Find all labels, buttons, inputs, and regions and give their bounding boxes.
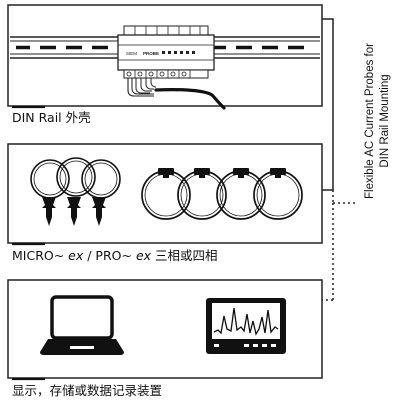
display-caption: 显示，存储或数据记录装置: [12, 383, 163, 398]
probes-caption-ex-1: ex: [68, 248, 84, 263]
bracket-top-segment: [322, 18, 334, 104]
panel-frame-probes: [7, 143, 323, 244]
side-bracket: [322, 18, 355, 301]
device-brand-left: SIEM: [126, 51, 137, 56]
probes-caption-ex-2: ex: [135, 248, 152, 263]
din-rail-device: SIEM PROBE: [117, 25, 215, 79]
din-rail-caption: DIN Rail 外壳: [12, 110, 91, 125]
probes-caption: MICRO~ ex / PRO~ ex 三相或四相: [12, 249, 218, 263]
laptop-icon: [40, 295, 124, 355]
device-brand-right: PROBE: [143, 51, 159, 56]
probes-panel: [7, 143, 323, 246]
side-label-line-2: DIN Rail Mounting: [379, 74, 391, 168]
micro-probe-loop-2: [56, 157, 96, 197]
side-label: Flexible AC Current Probes for DIN Rail …: [363, 36, 397, 206]
main-cable: [154, 88, 226, 110]
probes-caption-micro: MICRO~: [12, 248, 69, 263]
pro-probe-clamps: [158, 168, 286, 178]
bracket-probes-segment: [322, 104, 334, 191]
probes-caption-phase: 三相或四相: [151, 248, 218, 263]
din-rail-panel: SIEM PROBE: [7, 4, 323, 110]
micro-probe-connectors: [42, 197, 106, 226]
logger-monitor-icon: [206, 298, 286, 354]
probes-caption-pro: / PRO~: [83, 248, 136, 263]
probe-wires: [127, 78, 156, 97]
side-label-line-1: Flexible AC Current Probes for: [364, 43, 376, 199]
display-panel: [7, 279, 323, 381]
